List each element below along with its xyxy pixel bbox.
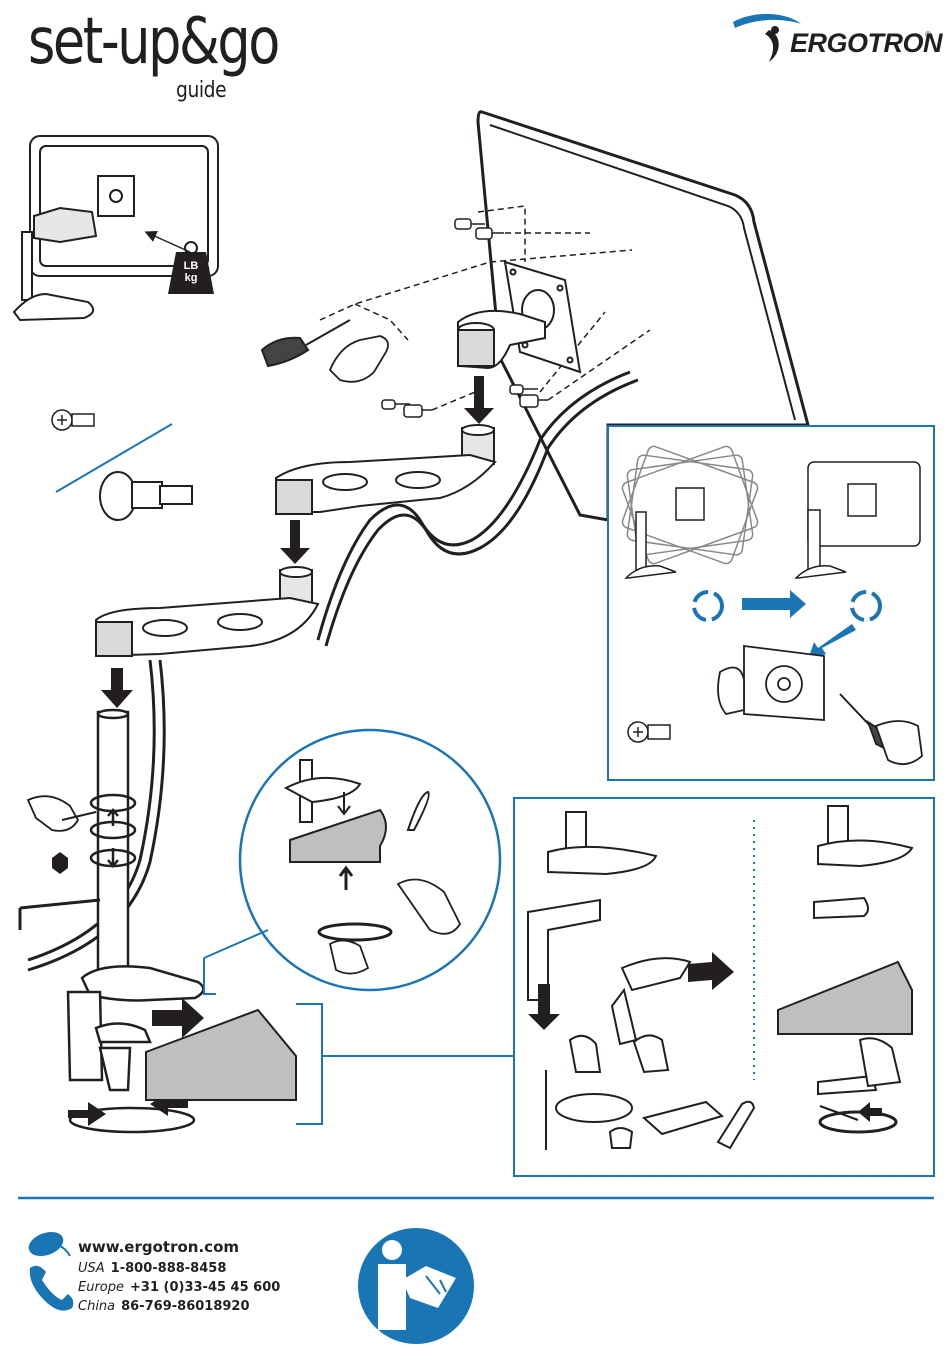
grommet-panel xyxy=(514,798,934,1176)
phone-region: Europe xyxy=(78,1280,124,1295)
callout-line-desk xyxy=(296,1004,514,1124)
phone-number: 1-800-888-8458 xyxy=(111,1261,227,1276)
phone-row-europe: Europe +31 (0)33-45 45 600 xyxy=(78,1280,280,1295)
mouse-icon xyxy=(25,1228,70,1261)
phone-number: +31 (0)33-45 45 600 xyxy=(130,1280,280,1295)
rotation-panel xyxy=(608,426,934,780)
phone-region: USA xyxy=(78,1261,105,1276)
loose-screw-small xyxy=(52,410,94,430)
read-manual-icon xyxy=(358,1228,474,1344)
lower-arm xyxy=(96,567,318,656)
hex-key-icon xyxy=(20,900,100,930)
phone-region: China xyxy=(78,1299,115,1314)
phone-row-usa: USA 1-800-888-8458 xyxy=(78,1261,226,1276)
thumb-screw xyxy=(100,472,192,520)
screw-mid xyxy=(382,385,548,417)
phone-icon xyxy=(30,1266,74,1311)
hand-top xyxy=(330,336,388,382)
callout-line-detail xyxy=(204,930,268,994)
weight-unit-kg: kg xyxy=(181,272,201,284)
website-link[interactable]: www.ergotron.com xyxy=(78,1238,239,1256)
weight-unit-lb: LB xyxy=(181,260,201,272)
hex-symbol-icon xyxy=(52,852,68,874)
phone-number: 86-769-86018920 xyxy=(121,1299,249,1314)
screw-icon-panel xyxy=(628,722,670,742)
pole xyxy=(91,710,135,984)
upper-arm xyxy=(276,425,495,514)
weight-badge: LB kg xyxy=(181,260,201,284)
hand-left xyxy=(28,796,78,831)
phone-row-china: China 86-769-86018920 xyxy=(78,1299,250,1314)
detail-circle xyxy=(240,730,500,990)
